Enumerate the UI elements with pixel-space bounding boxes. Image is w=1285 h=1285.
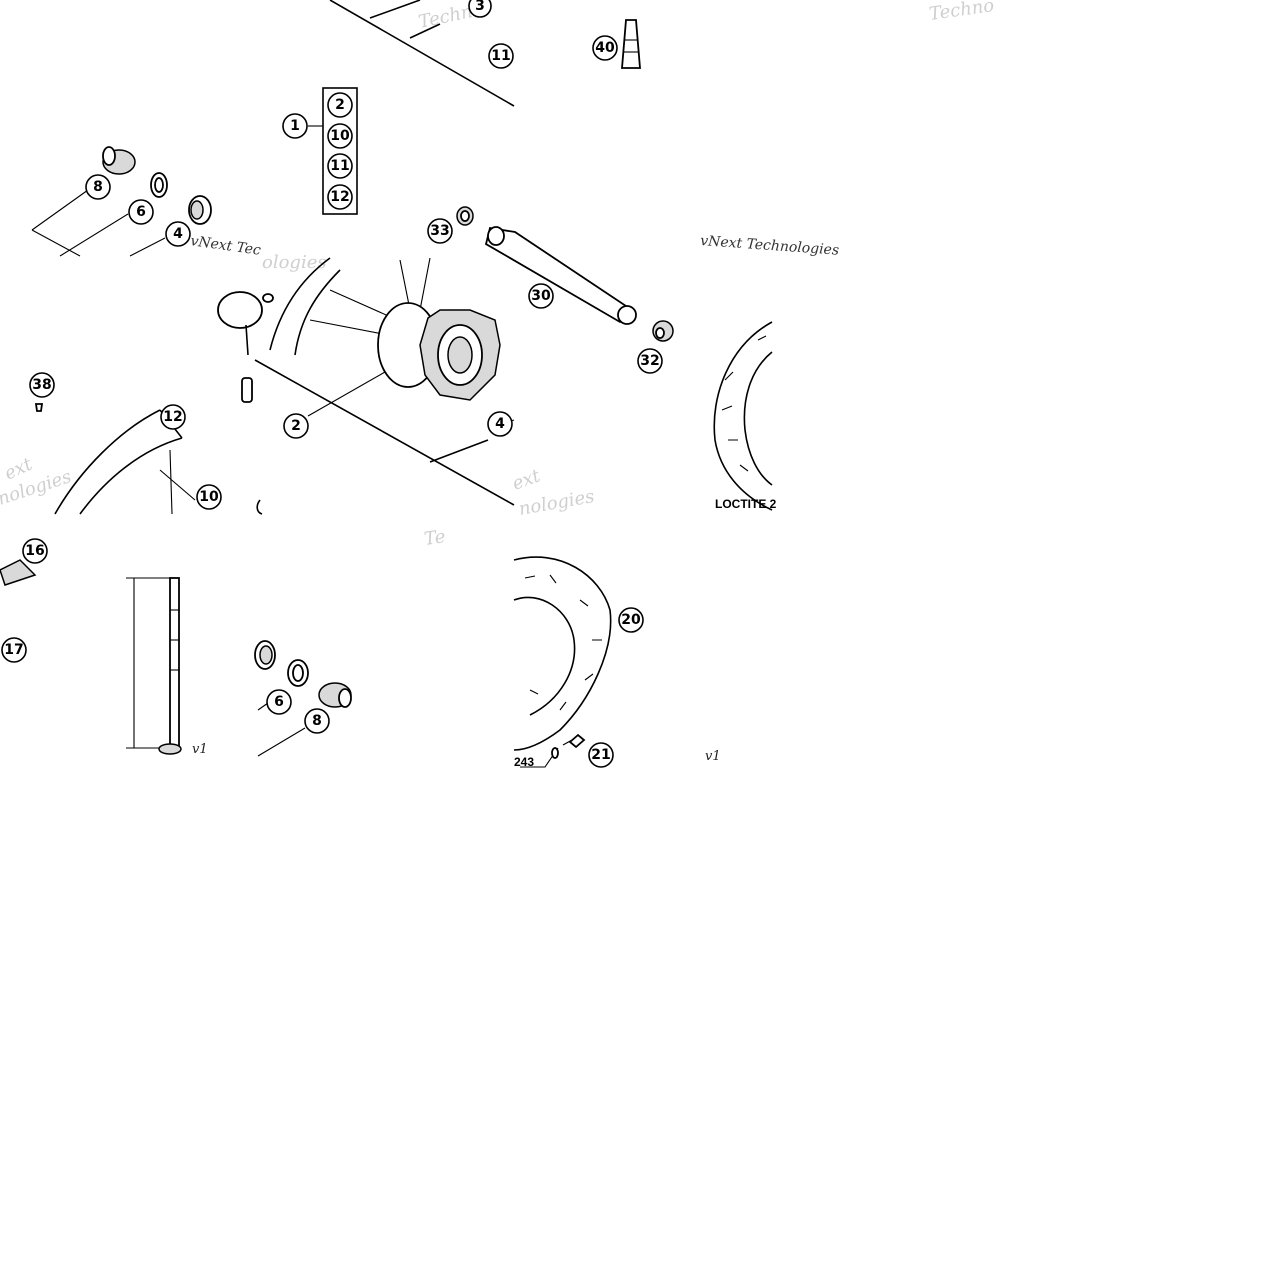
- callout-32: 32: [637, 348, 663, 374]
- callout-30: 30: [528, 283, 554, 309]
- seal-part: [150, 172, 168, 198]
- loctite-label: LOCTITE 2: [715, 497, 777, 511]
- watermark-text: Te: [423, 526, 447, 550]
- valve-part: [621, 19, 641, 69]
- bearing-part: [188, 195, 212, 225]
- loctite-label: 243: [514, 755, 534, 769]
- seal-part: [287, 659, 309, 687]
- callout-10: 10: [196, 484, 222, 510]
- callout-2: 2: [327, 92, 353, 118]
- rim-band-part: [0, 559, 37, 586]
- valve-cap-part: [34, 403, 44, 412]
- watermark-text: ext: [510, 465, 544, 495]
- svg-text:2: 2: [291, 418, 301, 434]
- svg-text:6: 6: [136, 204, 146, 220]
- svg-text:38: 38: [32, 377, 51, 393]
- svg-text:8: 8: [93, 179, 103, 195]
- watermark-text: vNext Tec: [189, 233, 261, 259]
- axle-nut-part: [652, 320, 674, 342]
- callout-20: 20: [618, 607, 644, 633]
- callout-12: 12: [160, 404, 186, 430]
- svg-text:33: 33: [430, 223, 449, 239]
- svg-text:4: 4: [495, 416, 505, 432]
- callout-4: 4: [165, 221, 191, 247]
- version-label: v1: [192, 742, 208, 757]
- spacer-part: [318, 682, 352, 708]
- svg-text:20: 20: [621, 612, 641, 628]
- hub-assembly: [217, 257, 515, 506]
- svg-text:11: 11: [330, 158, 349, 174]
- svg-text:11: 11: [491, 48, 510, 64]
- kit-bracket: [322, 87, 358, 215]
- callout-40: 40: [592, 35, 618, 61]
- callout-6: 6: [128, 199, 154, 225]
- callout-38: 38: [29, 372, 55, 398]
- callout-4: 4: [487, 411, 513, 437]
- axle-part: [484, 226, 637, 325]
- callout-11: 11: [488, 43, 514, 69]
- watermark-text: ologies: [262, 252, 327, 273]
- callout-16: 16: [22, 538, 48, 564]
- svg-text:40: 40: [595, 40, 615, 56]
- watermark-text: vNext Technologies: [700, 233, 840, 259]
- svg-text:17: 17: [4, 642, 23, 658]
- svg-text:2: 2: [335, 97, 345, 113]
- watermark-group: Techno Techno vNext Tec ologies vNext Te…: [0, 0, 996, 550]
- rim-part: [54, 409, 263, 515]
- callout-33: 33: [427, 218, 453, 244]
- seal-part: [456, 206, 474, 226]
- callout-8: 8: [85, 174, 111, 200]
- svg-text:21: 21: [591, 747, 610, 763]
- svg-text:30: 30: [531, 288, 551, 304]
- callout-2: 2: [283, 413, 309, 439]
- brake-disc-part: [513, 556, 612, 768]
- top-left-tile: [31, 0, 515, 257]
- svg-text:32: 32: [640, 353, 659, 369]
- svg-text:8: 8: [312, 713, 322, 729]
- svg-text:10: 10: [199, 489, 219, 505]
- svg-text:12: 12: [163, 409, 182, 425]
- brake-disc-part: [713, 321, 773, 511]
- svg-text:4: 4: [173, 226, 183, 242]
- callout-8: 8: [304, 708, 330, 734]
- svg-text:6: 6: [274, 694, 284, 710]
- bearing-part: [254, 640, 276, 670]
- svg-text:1: 1: [290, 118, 300, 134]
- spacer-part: [102, 146, 136, 175]
- svg-text:10: 10: [330, 128, 350, 144]
- callout-1: 1: [282, 113, 308, 139]
- callout-21: 21: [588, 742, 614, 768]
- version-label: v1: [705, 749, 721, 764]
- svg-text:12: 12: [330, 189, 349, 205]
- watermark-text: Techno: [928, 0, 996, 25]
- callout-12: 12: [327, 184, 353, 210]
- callout-3: 3: [468, 0, 492, 18]
- spoke-part: [126, 577, 182, 755]
- callout-17: 17: [1, 637, 27, 663]
- callout-10: 10: [327, 123, 353, 149]
- svg-text:16: 16: [25, 543, 44, 559]
- svg-text:3: 3: [475, 0, 485, 14]
- callout-6: 6: [266, 689, 292, 715]
- callout-11: 11: [327, 153, 353, 179]
- watermark-text: nologies: [517, 486, 596, 520]
